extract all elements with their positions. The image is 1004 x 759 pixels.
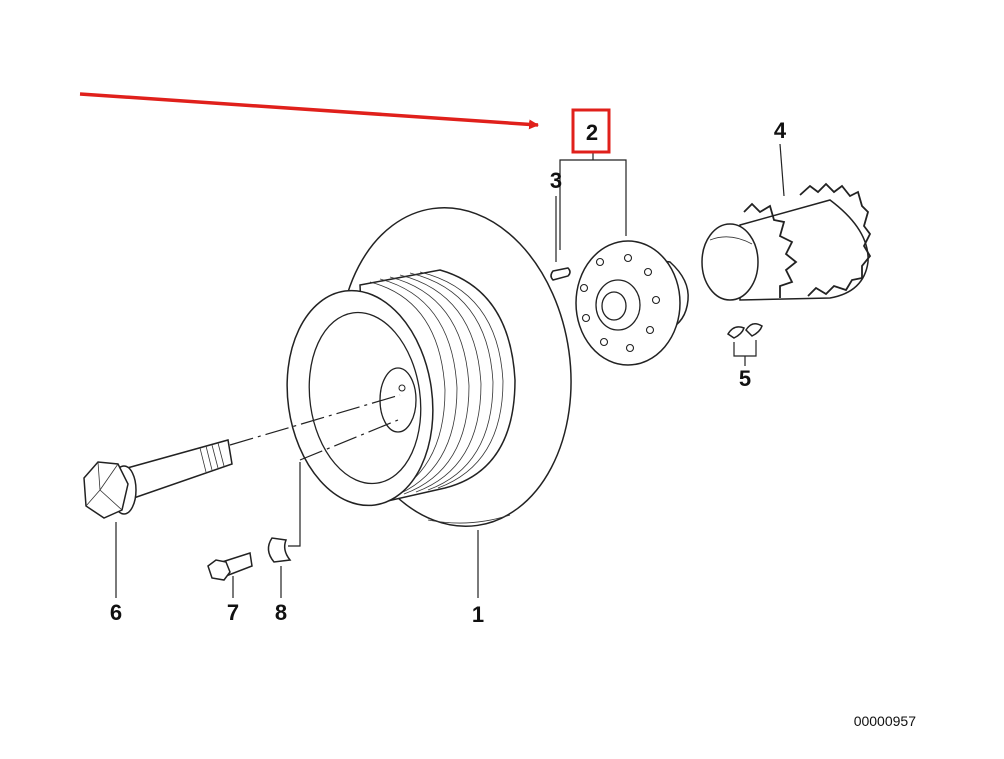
woodruff-key (267, 537, 292, 563)
label-part-6: 6 (110, 600, 122, 625)
label-part-1: 1 (472, 602, 484, 627)
dowel-pin (550, 267, 571, 281)
label-part-2: 2 (586, 120, 598, 145)
assembly-axis (229, 394, 401, 446)
label-part-3: 3 (550, 168, 562, 193)
leader-lines (115, 143, 785, 598)
sprocket (701, 182, 872, 301)
assembly-axis-2 (299, 419, 399, 461)
label-part-5: 5 (739, 366, 751, 391)
hex-flange-bolt (83, 439, 233, 519)
label-part-4: 4 (774, 118, 787, 143)
highlight-arrow (79, 92, 539, 130)
label-part-8: 8 (275, 600, 287, 625)
small-bolt (207, 552, 253, 581)
vibration-damper-pulley (286, 207, 572, 527)
highlight-box (571, 108, 611, 154)
woodruff-keys-pair (726, 323, 763, 339)
label-part-7: 7 (227, 600, 239, 625)
reference-number: 00000957 (854, 713, 917, 729)
hub (575, 240, 689, 366)
